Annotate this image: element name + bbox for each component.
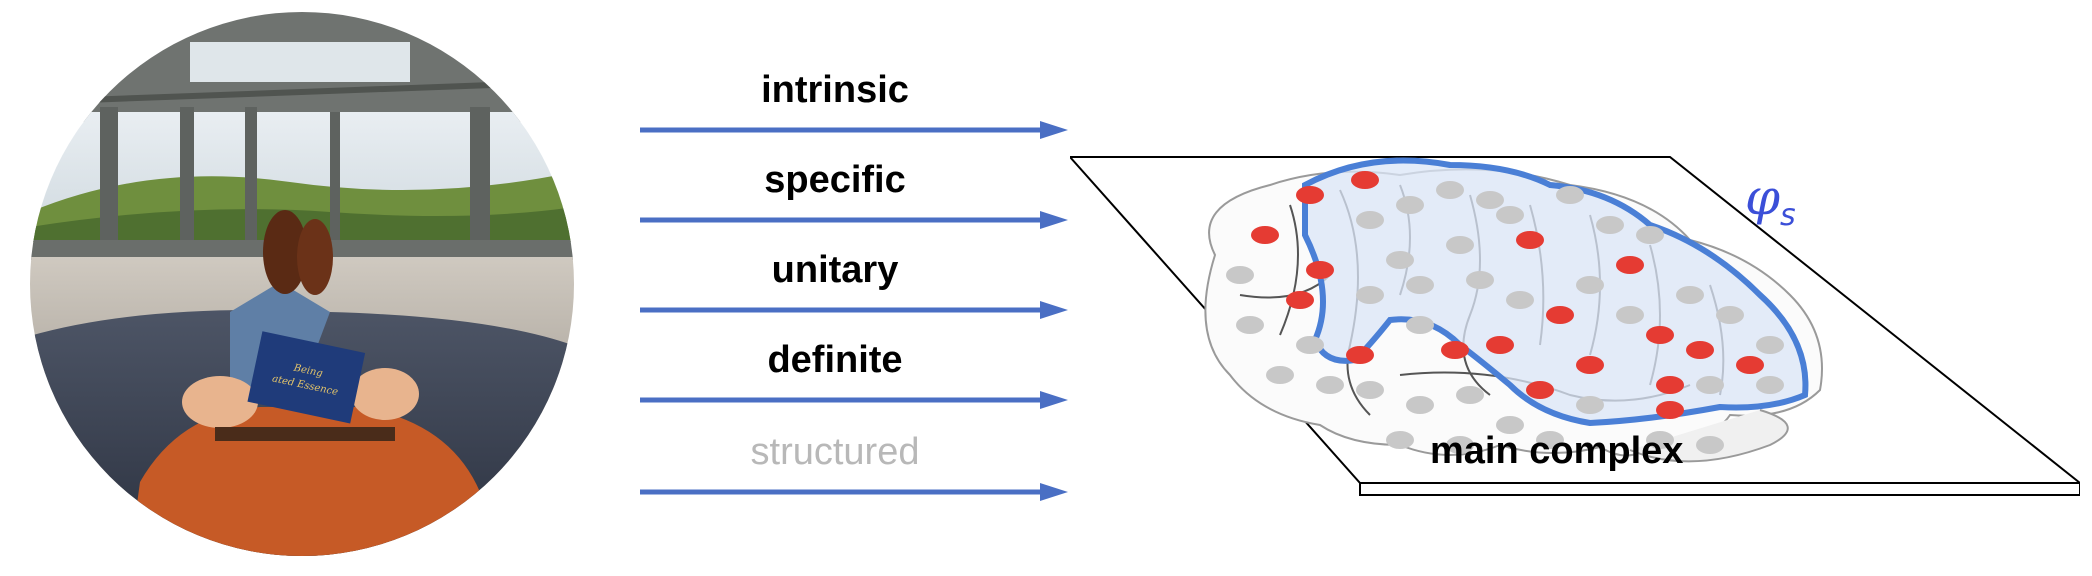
property-label: structured bbox=[750, 431, 920, 473]
inactive-node bbox=[1386, 251, 1414, 269]
arrow-right-icon bbox=[640, 121, 1068, 139]
inactive-node bbox=[1466, 271, 1494, 289]
main-complex-label: main complex bbox=[1430, 430, 1684, 472]
arrow-right-icon bbox=[640, 301, 1068, 319]
active-node bbox=[1656, 376, 1684, 394]
inactive-node bbox=[1226, 266, 1254, 284]
property-row: intrinsic bbox=[640, 68, 1070, 139]
active-node bbox=[1736, 356, 1764, 374]
inactive-node bbox=[1446, 236, 1474, 254]
active-node bbox=[1351, 171, 1379, 189]
photo-scene: Being ated Essence bbox=[30, 12, 574, 556]
inactive-node bbox=[1266, 366, 1294, 384]
inactive-node bbox=[1386, 431, 1414, 449]
inactive-node bbox=[1556, 186, 1584, 204]
property-label: definite bbox=[767, 339, 903, 381]
inactive-node bbox=[1236, 316, 1264, 334]
active-node bbox=[1306, 261, 1334, 279]
active-node bbox=[1286, 291, 1314, 309]
brain-diagram bbox=[1070, 156, 2080, 496]
inactive-node bbox=[1406, 276, 1434, 294]
inactive-node bbox=[1316, 376, 1344, 394]
inactive-node bbox=[1646, 431, 1674, 449]
phi-subscript: s bbox=[1780, 198, 1796, 233]
inactive-node bbox=[1296, 336, 1324, 354]
active-node bbox=[1616, 256, 1644, 274]
arrow-right-icon bbox=[640, 391, 1068, 409]
active-node bbox=[1646, 326, 1674, 344]
inactive-node bbox=[1446, 436, 1474, 454]
active-node bbox=[1296, 186, 1324, 204]
neuron-nodes bbox=[1226, 171, 1784, 454]
inactive-node bbox=[1576, 276, 1604, 294]
active-node bbox=[1526, 381, 1554, 399]
inactive-node bbox=[1536, 431, 1564, 449]
phi-symbol: φ bbox=[1745, 168, 1781, 226]
property-label: intrinsic bbox=[761, 69, 909, 111]
inactive-node bbox=[1676, 286, 1704, 304]
active-node bbox=[1486, 336, 1514, 354]
inactive-node bbox=[1456, 386, 1484, 404]
active-node bbox=[1441, 341, 1469, 359]
inactive-node bbox=[1476, 191, 1504, 209]
inactive-node bbox=[1696, 436, 1724, 454]
inactive-node bbox=[1356, 381, 1384, 399]
inactive-node bbox=[1616, 306, 1644, 324]
photo-person-reading: Being ated Essence bbox=[30, 12, 574, 556]
plane-edge bbox=[1359, 482, 2080, 496]
inactive-node bbox=[1636, 226, 1664, 244]
inactive-node bbox=[1436, 181, 1464, 199]
property-row: structured bbox=[640, 430, 1070, 501]
inactive-node bbox=[1496, 206, 1524, 224]
property-label: unitary bbox=[771, 249, 899, 291]
inactive-node bbox=[1496, 416, 1524, 434]
property-row: definite bbox=[640, 338, 1070, 409]
inactive-node bbox=[1506, 291, 1534, 309]
active-node bbox=[1516, 231, 1544, 249]
active-node bbox=[1251, 226, 1279, 244]
phi-s-label: φs bbox=[1745, 168, 1796, 233]
inactive-node bbox=[1356, 211, 1384, 229]
active-node bbox=[1346, 346, 1374, 364]
property-label: specific bbox=[764, 159, 906, 201]
inactive-node bbox=[1576, 396, 1604, 414]
inactive-node bbox=[1596, 216, 1624, 234]
active-node bbox=[1546, 306, 1574, 324]
inactive-node bbox=[1756, 336, 1784, 354]
inactive-node bbox=[1716, 306, 1744, 324]
inactive-node bbox=[1756, 376, 1784, 394]
property-row: unitary bbox=[640, 248, 1070, 319]
cerebellum bbox=[1629, 409, 1789, 463]
inactive-node bbox=[1406, 316, 1434, 334]
arrow-right-icon bbox=[640, 211, 1068, 229]
active-node bbox=[1656, 401, 1684, 419]
active-node bbox=[1686, 341, 1714, 359]
inactive-node bbox=[1356, 286, 1384, 304]
arrow-right-icon bbox=[640, 483, 1068, 501]
property-row: specific bbox=[640, 158, 1070, 229]
inactive-node bbox=[1396, 196, 1424, 214]
active-node bbox=[1576, 356, 1604, 374]
inactive-node bbox=[1406, 396, 1434, 414]
inactive-node bbox=[1696, 376, 1724, 394]
